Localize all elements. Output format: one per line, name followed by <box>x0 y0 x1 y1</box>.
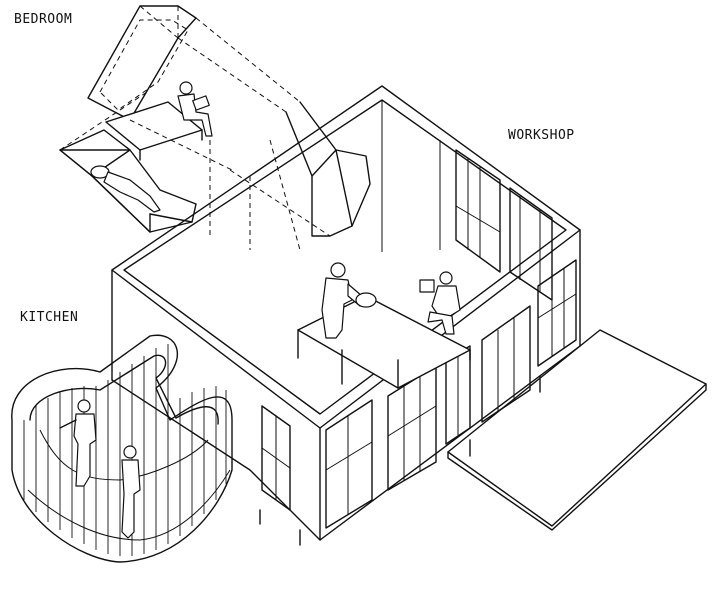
figure-sitting-reading <box>177 81 213 137</box>
figure-kitchen-right <box>121 445 141 539</box>
figure-seated-worker <box>419 271 461 335</box>
back-wall-windows <box>455 149 553 301</box>
annex-platform <box>447 329 707 531</box>
bedroom-module <box>59 5 371 251</box>
figure-kitchen-left <box>59 399 97 487</box>
bedroom-label: BEDROOM <box>14 12 73 27</box>
kitchen-label: KITCHEN <box>20 310 79 325</box>
workshop-label: WORKSHOP <box>508 128 575 143</box>
front-wall-windows <box>261 259 577 529</box>
figure-lying-in-bed <box>90 165 161 213</box>
figure-standing-worker <box>321 262 377 339</box>
